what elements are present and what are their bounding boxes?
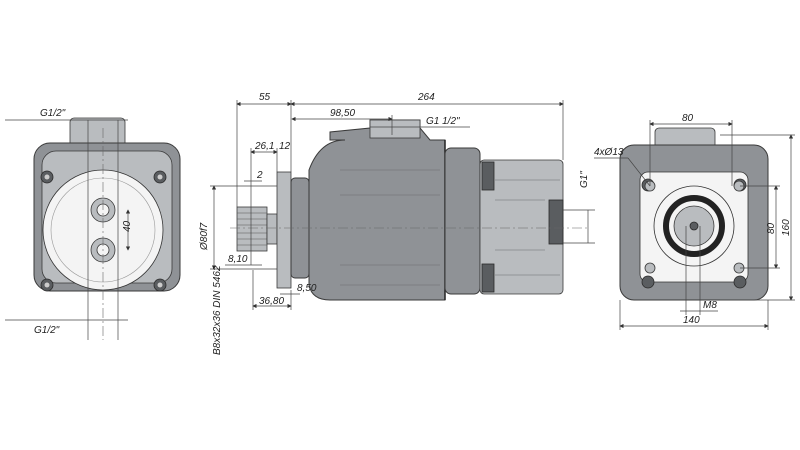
bolt-holes-label: 4xØ13 [594,147,624,158]
rear-port [548,199,564,245]
flange [276,171,292,289]
inlet-port-label: G1 1/2" [426,116,460,127]
spline-spec-label: B8x32x36 DIN 5462 [212,265,223,355]
height-label: 160 [781,219,792,236]
bolt-spacing-h-label: 80 [682,113,694,124]
port-top-label: G1/2" [40,108,66,119]
port-position-label: 98,50 [330,108,355,119]
width-label: 140 [683,315,700,326]
spline-length-label: 36,80 [259,296,284,307]
bolt-spacing-v-label: 80 [766,222,777,234]
port-bottom-label: G1/2" [34,325,60,336]
seal-ring [663,195,725,257]
spline-offset-label: 26,1 [254,141,274,152]
rear-port-label: G1" [579,171,590,188]
bolt-icons [40,170,167,292]
port-spacing-label: 40 [122,220,133,232]
shaft-center [689,221,699,231]
thread-label: M8 [703,300,717,311]
pilot-diameter-label: Ø80f7 [199,222,210,251]
left-end-view: G1/2" G1/2" 40 [5,108,181,340]
splined-shaft [236,206,268,252]
side-view: 55 264 98,50 G1 1/2" 26,1 12 2 Ø80f7 8,1… [199,92,595,355]
flange-thickness-label: 8,50 [297,283,317,294]
pump-body [308,119,446,301]
inlet-port-boss [369,119,421,139]
body-length-label: 264 [417,92,435,103]
groove-width-label: 2 [256,170,263,181]
shaft-length-label: 55 [259,92,271,103]
flange-offset-label: 12 [279,141,291,152]
spline-start-label: 8,10 [228,254,248,265]
right-end-view: 80 4xØ13 80 160 M8 140 [594,113,795,330]
